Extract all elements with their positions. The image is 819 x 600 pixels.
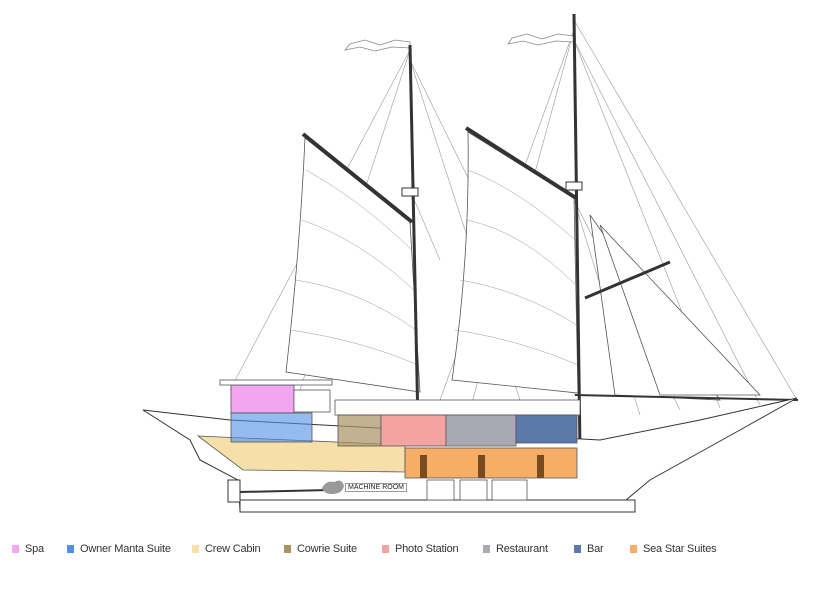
photo-station-area: [380, 414, 447, 447]
bar-area: [515, 414, 578, 444]
cowrie-suite-area: [337, 414, 382, 447]
legend-label: Photo Station: [395, 543, 459, 555]
legend-item-cowrie-suite: Cowrie Suite: [284, 543, 357, 555]
ship-cross-section-diagram: [142, 13, 799, 513]
legend-item-crew-cabin: Crew Cabin: [192, 543, 261, 555]
legend-label: Cowrie Suite: [297, 543, 357, 555]
legend-label: Spa: [25, 543, 44, 555]
flags: [343, 33, 575, 52]
crew-cabin-swatch: [192, 545, 199, 553]
legend-item-photo-station: Photo Station: [382, 543, 459, 555]
owner-manta-suite-area: [230, 412, 313, 443]
legend-item-restaurant: Restaurant: [483, 543, 548, 555]
legend-label: Sea Star Suites: [643, 543, 717, 555]
owner-manta-suite-swatch: [67, 545, 74, 553]
bar-swatch: [574, 545, 581, 553]
spa-swatch: [12, 545, 19, 553]
masts-and-spars: [301, 13, 799, 451]
legend-label: Crew Cabin: [205, 543, 261, 555]
legend-item-bar: Bar: [574, 543, 604, 555]
legend: Spa Owner Manta Suite Crew Cabin Cowrie …: [0, 543, 819, 561]
rooms: [196, 379, 581, 501]
cowrie-suite-swatch: [284, 545, 291, 553]
machine-room-label: MACHINE ROOM: [345, 483, 407, 492]
legend-label: Bar: [587, 543, 604, 555]
legend-label: Owner Manta Suite: [80, 543, 171, 555]
spa-area: [230, 384, 295, 414]
legend-item-sea-star-suites: Sea Star Suites: [630, 543, 717, 555]
legend-label: Restaurant: [496, 543, 548, 555]
restaurant-area: [445, 414, 517, 447]
restaurant-swatch: [483, 545, 490, 553]
sails: [285, 131, 761, 401]
legend-item-spa: Spa: [12, 543, 44, 555]
legend-item-owner-manta-suite: Owner Manta Suite: [67, 543, 171, 555]
engine-icon: [322, 480, 344, 494]
sea-star-suites-area: [404, 447, 578, 479]
sea-star-suites-swatch: [630, 545, 637, 553]
photo-station-swatch: [382, 545, 389, 553]
